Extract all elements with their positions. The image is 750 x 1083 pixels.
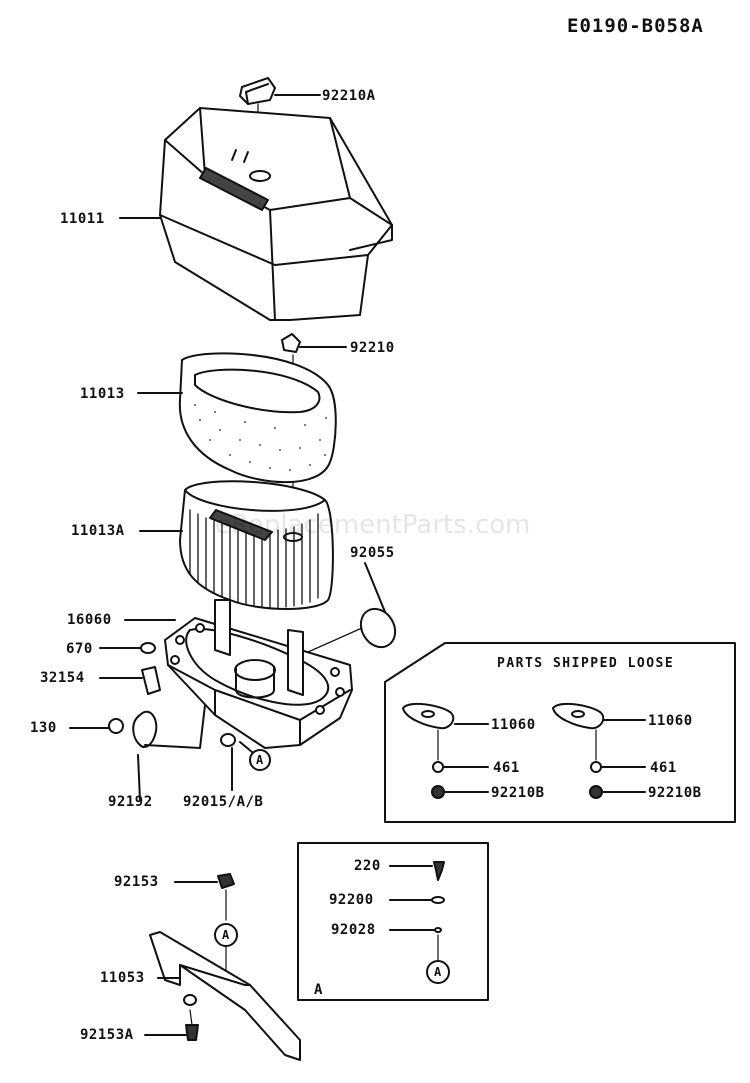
bracket-11053-part (144, 873, 301, 1061)
foam-pre-cleaner-part (137, 352, 337, 484)
callout-a-base: A (256, 753, 264, 767)
detail-box-a (297, 842, 489, 1001)
part-label-11013a[interactable]: 11013A (71, 523, 125, 539)
part-label-92210a[interactable]: 92210A (322, 88, 376, 104)
callout-a-detail-box: A (434, 965, 442, 979)
detail-box-a-label: A (314, 982, 323, 998)
air-cleaner-cover-part (119, 107, 393, 321)
air-cleaner-base-part (124, 599, 353, 749)
paper-filter-element-part (139, 480, 334, 610)
part-label-92210[interactable]: 92210 (350, 340, 395, 356)
watermark-text: eReplacementParts.com (215, 510, 531, 540)
part-label-11011[interactable]: 11011 (60, 211, 105, 227)
part-label-11053[interactable]: 11053 (100, 970, 145, 986)
part-label-92210b-left[interactable]: 92210B (491, 785, 545, 801)
part-label-670[interactable]: 670 (66, 641, 93, 657)
part-label-92192[interactable]: 92192 (108, 794, 153, 810)
part-label-16060[interactable]: 16060 (67, 612, 112, 628)
part-label-92153a[interactable]: 92153A (80, 1027, 134, 1043)
parts-shipped-loose-box (384, 642, 736, 823)
diagram-reference-code: E0190-B058A (567, 15, 704, 37)
part-label-92028[interactable]: 92028 (331, 922, 376, 938)
part-label-92055[interactable]: 92055 (350, 545, 395, 561)
part-label-92153[interactable]: 92153 (114, 874, 159, 890)
part-label-11013[interactable]: 11013 (80, 386, 125, 402)
part-label-130[interactable]: 130 (30, 720, 57, 736)
parts-shipped-loose-title: PARTS SHIPPED LOOSE (497, 656, 675, 671)
fitting-parts (69, 642, 271, 801)
part-label-11060-right[interactable]: 11060 (648, 713, 693, 729)
part-label-92015[interactable]: 92015/A/B (183, 794, 264, 810)
part-label-220[interactable]: 220 (354, 858, 381, 874)
part-label-92200[interactable]: 92200 (329, 892, 374, 908)
part-label-92210b-right[interactable]: 92210B (648, 785, 702, 801)
callout-a-bracket: A (222, 928, 230, 942)
part-label-461-left[interactable]: 461 (493, 760, 520, 776)
part-label-32154[interactable]: 32154 (40, 670, 85, 686)
part-label-11060-left[interactable]: 11060 (491, 717, 536, 733)
part-label-461-right[interactable]: 461 (650, 760, 677, 776)
